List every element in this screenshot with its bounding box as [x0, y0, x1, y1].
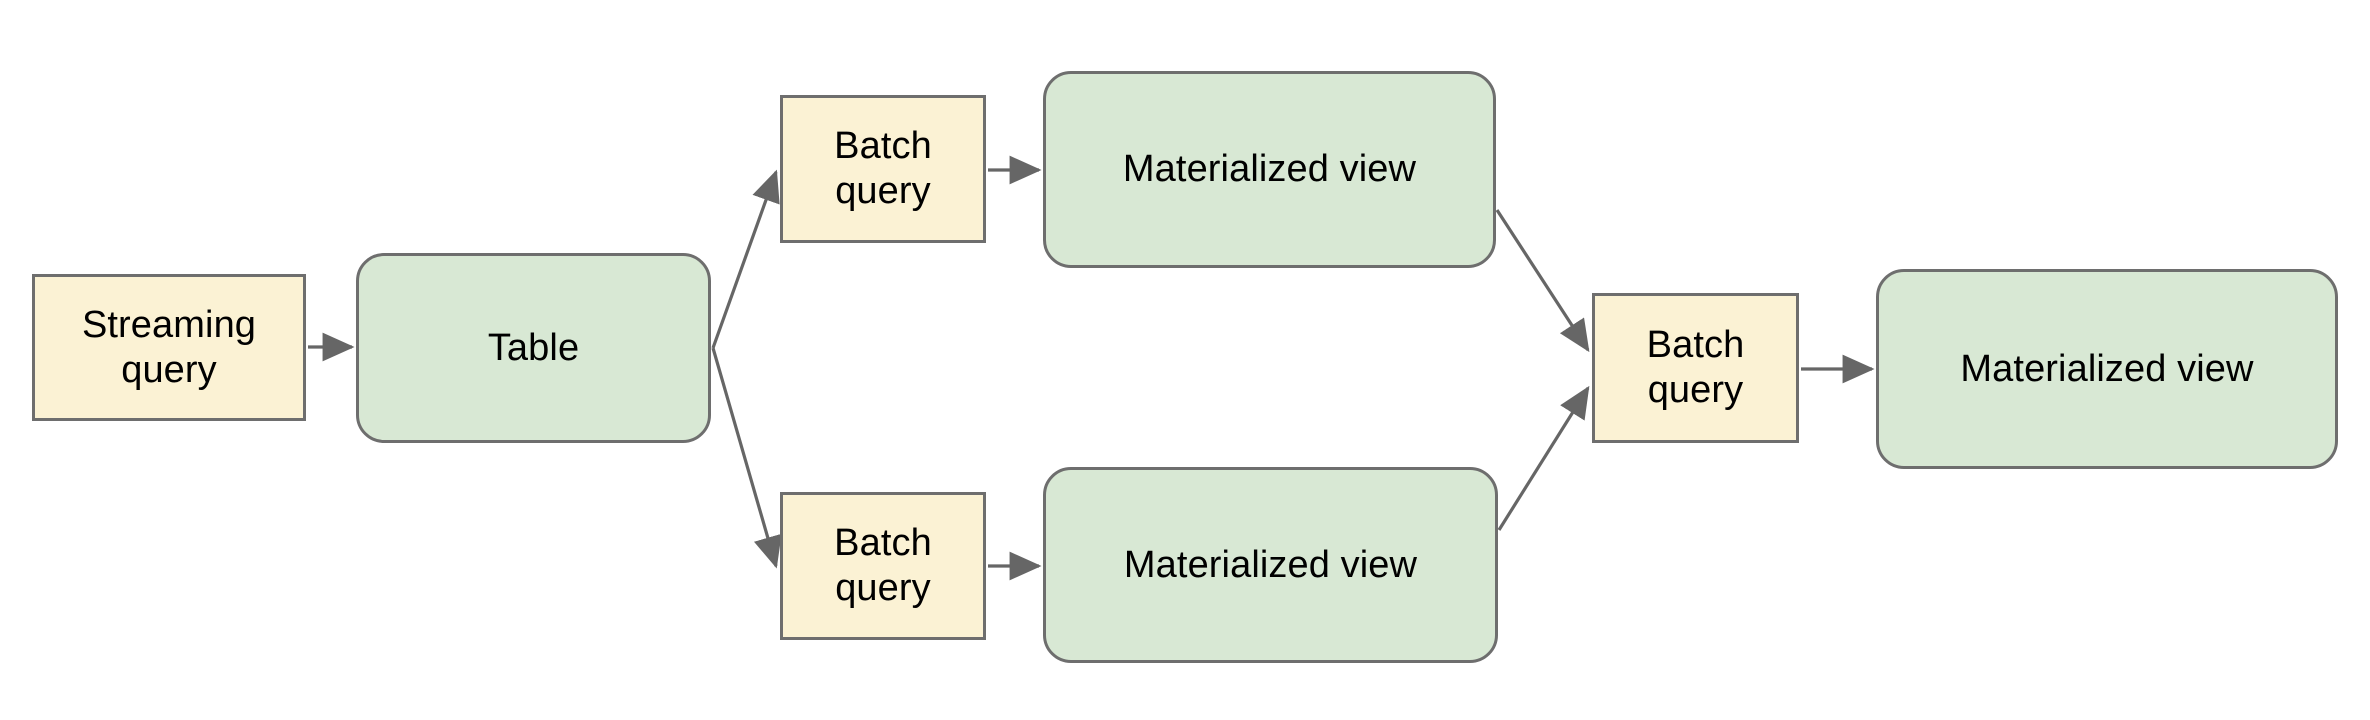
node-label-batch-query-top: Batch query [834, 125, 932, 212]
node-materialized-view-bottom[interactable]: Materialized view [1043, 467, 1498, 663]
node-label-batch-query-right: Batch query [1646, 324, 1745, 411]
node-label-table: Table [487, 326, 580, 369]
node-label-batch-query-bottom: Batch query [834, 522, 932, 609]
edge-mv-bottom-to-batch-right [1497, 385, 1590, 531]
node-label-streaming-query: Streaming query [81, 303, 257, 391]
node-materialized-view-right[interactable]: Materialized view [1876, 269, 2338, 469]
node-materialized-view-top[interactable]: Materialized view [1043, 71, 1496, 268]
node-label-materialized-view-top: Materialized view [1122, 148, 1417, 191]
edge-mv-top-to-batch-right [1495, 209, 1590, 353]
node-label-materialized-view-right: Materialized view [1960, 347, 2254, 390]
edge-table-to-batch-bottom [711, 347, 782, 569]
node-table[interactable]: Table [356, 253, 711, 443]
node-batch-query-top[interactable]: Batch query [780, 95, 986, 243]
node-streaming-query[interactable]: Streaming query [32, 274, 306, 421]
node-label-materialized-view-bottom: Materialized view [1123, 543, 1418, 586]
edge-table-to-batch-top [711, 169, 780, 349]
node-batch-query-right[interactable]: Batch query [1592, 293, 1799, 443]
node-batch-query-bottom[interactable]: Batch query [780, 492, 986, 640]
